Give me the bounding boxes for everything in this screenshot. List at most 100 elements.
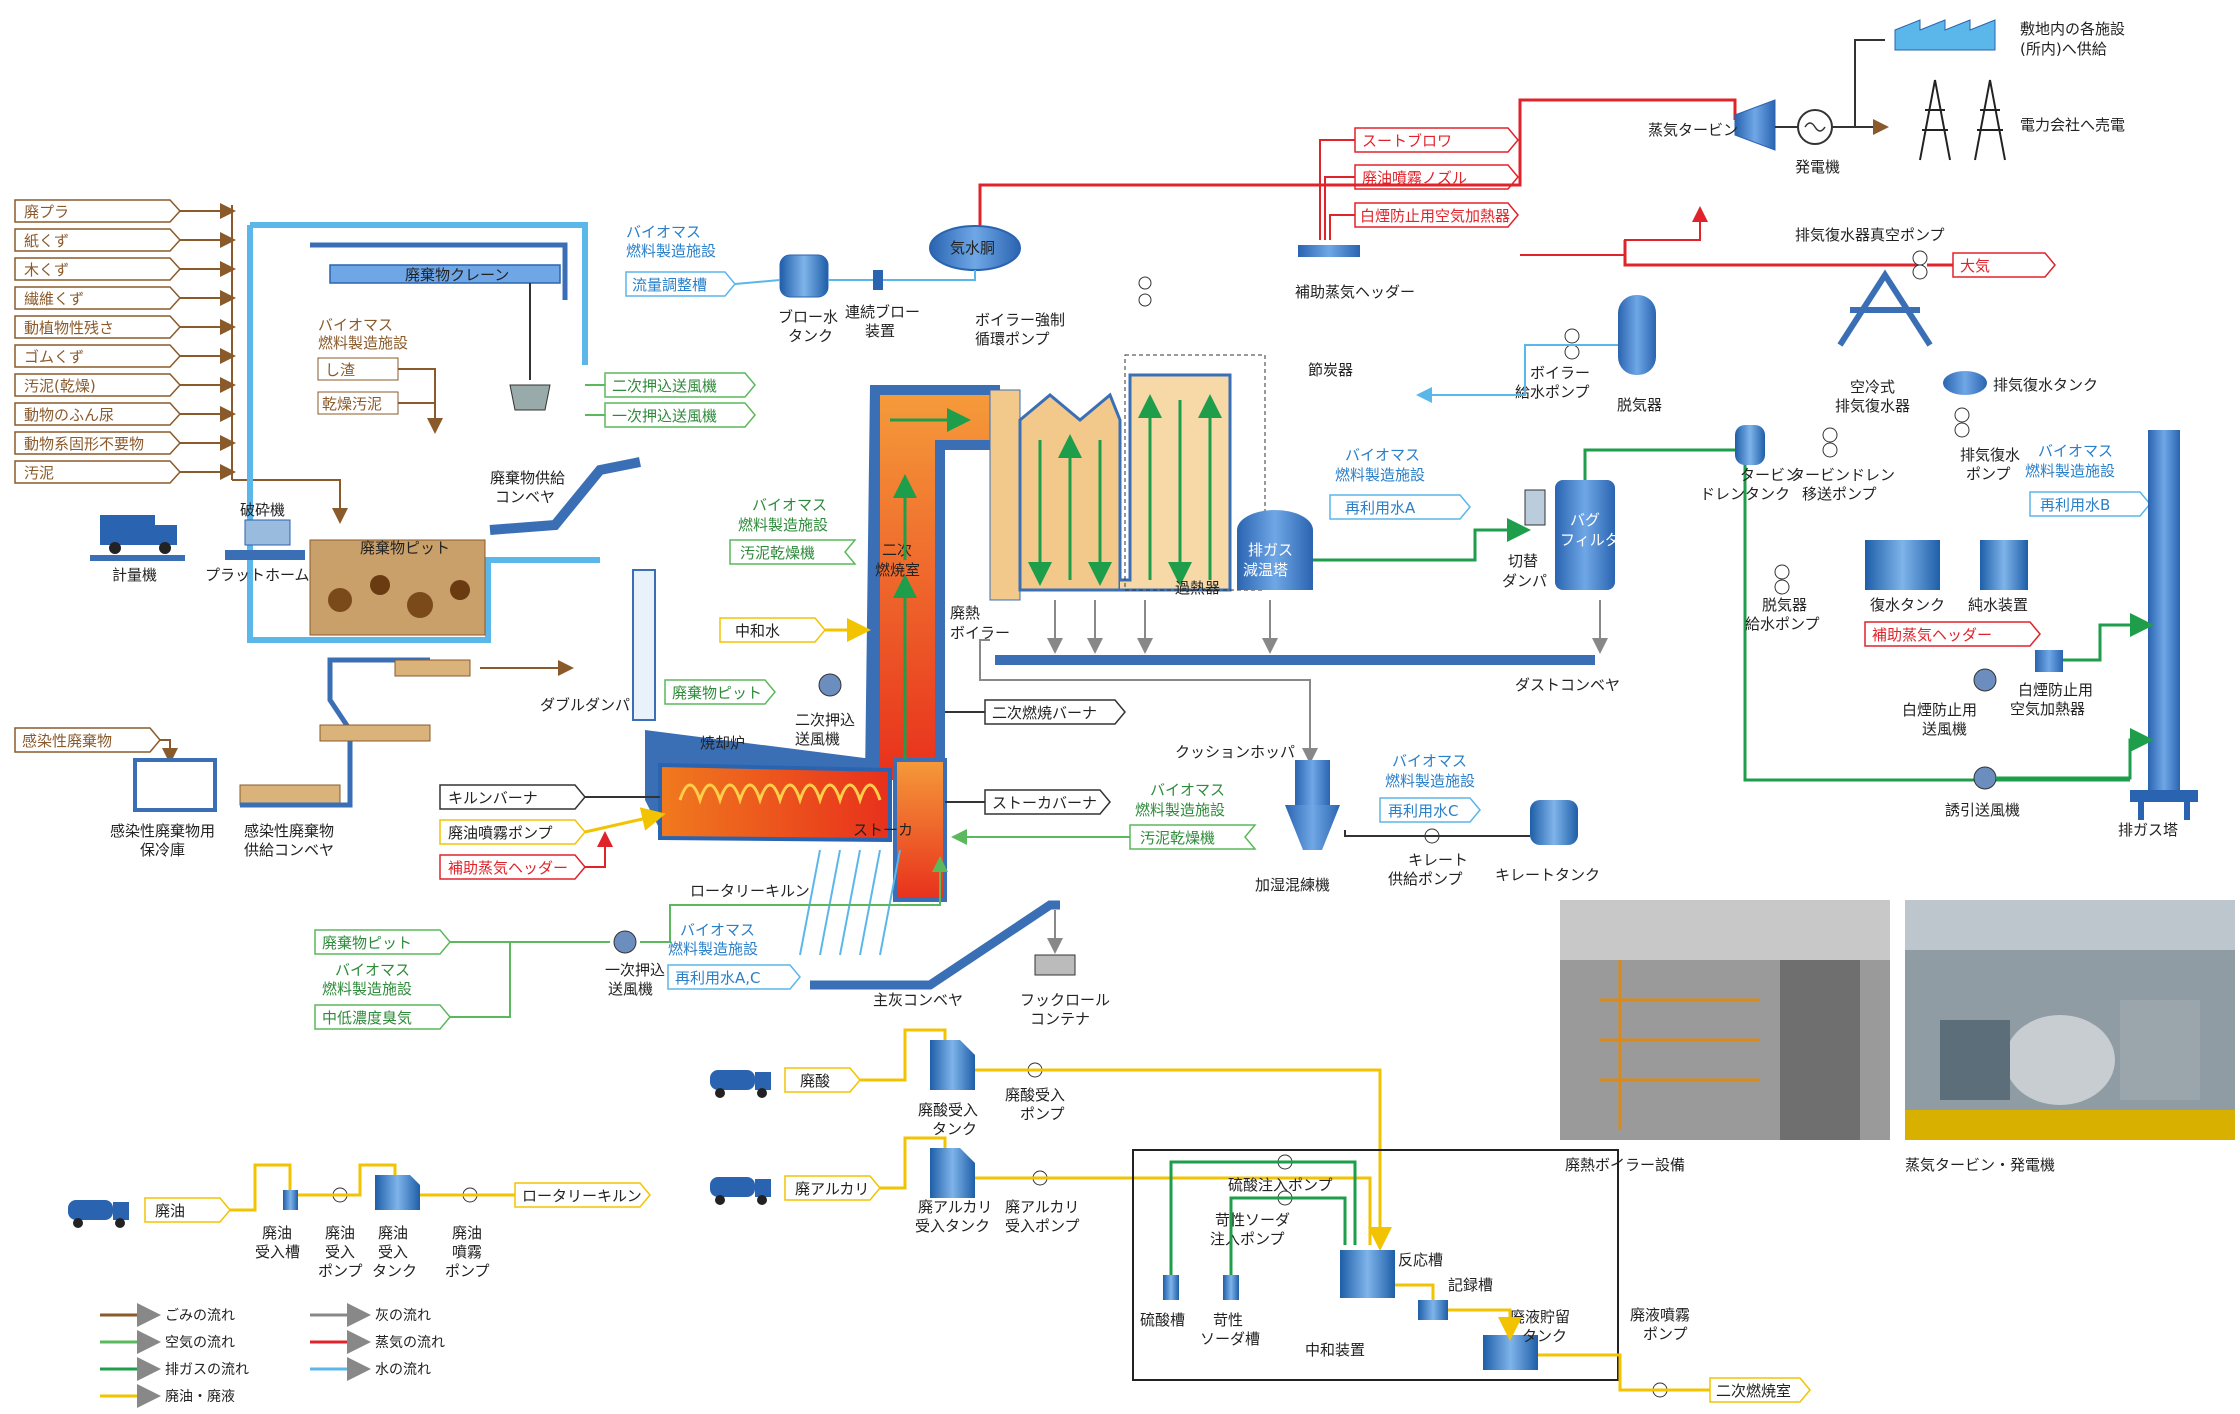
- vacuum-pump-label: 排気復水器真空ポンプ: [1795, 226, 1945, 244]
- crusher-label: 破砕機: [240, 501, 285, 519]
- chelate-tank-label: キレートタンク: [1495, 866, 1600, 884]
- kiln-biomass-2: 燃料製造施設: [738, 516, 828, 534]
- switch-damper-2: ダンパ: [1502, 572, 1547, 590]
- legend-label: 排ガスの流れ: [165, 1362, 249, 1378]
- tag-kiln-burner: キルンバーナ: [439, 784, 586, 810]
- air-condenser: [1837, 269, 1933, 347]
- oil-spray-3: ポンプ: [445, 1262, 490, 1280]
- drain-pump-2: 移送ポンプ: [1802, 485, 1877, 503]
- svg-text:廃油噴霧ポンプ: 廃油噴霧ポンプ: [448, 824, 553, 842]
- waste-input-tag: 廃プラ: [14, 199, 236, 223]
- steam-biomass-2: 燃料製造施設: [2025, 462, 2115, 480]
- naoh-tank-1: 苛性: [1213, 1311, 1243, 1329]
- boiler-biomass-1: バイオマス: [626, 223, 701, 241]
- prim-fan-2: 送風機: [608, 980, 653, 998]
- infectious-conveyor-2: 供給コンベヤ: [244, 841, 334, 859]
- stack-label: 排ガス塔: [2118, 821, 2178, 839]
- cond-pump-2: ポンプ: [1966, 465, 2011, 483]
- boiler-biomass-4: 燃料製造施設: [1335, 466, 1425, 484]
- alk-pump-2: 受入ポンプ: [1005, 1217, 1080, 1235]
- circ-pump-1: ボイラー強制: [975, 311, 1065, 329]
- waste-input-tag: 動物のふん尿: [14, 402, 236, 426]
- legend: ごみの流れ灰の流れ空気の流れ蒸気の流れ排ガスの流れ水の流れ廃油・廃液: [100, 1303, 445, 1408]
- waste-input-tag: 汚泥(乾燥): [14, 373, 236, 397]
- bag-2: フィルタ: [1560, 531, 1620, 549]
- acid-tank-1: 廃酸受入: [918, 1101, 978, 1119]
- prim-fan-1: 一次押込: [605, 961, 665, 979]
- pure-water-label: 純水装置: [1968, 596, 2028, 614]
- acid-pump-1: 廃酸受入: [1005, 1086, 1065, 1104]
- photo-boiler-caption: 廃熱ボイラー設備: [1565, 1156, 1685, 1174]
- tag-to-kiln: ロータリーキルン: [514, 1182, 651, 1208]
- waste-input-tag: 木くず: [14, 257, 236, 281]
- supply-1: 敷地内の各施設: [2020, 20, 2125, 38]
- legend-label: 水の流れ: [375, 1362, 431, 1378]
- storage-1: 廃液貯留: [1510, 1308, 1570, 1326]
- svg-text:廃棄物ピット: 廃棄物ピット: [322, 934, 412, 952]
- kiln-biomass-6: 燃料製造施設: [322, 980, 412, 998]
- tag-sludge-dryer-top: 汚泥乾燥機: [729, 539, 857, 565]
- sec-fan-2: 送風機: [795, 730, 840, 748]
- dry-sludge: 乾燥汚泥: [322, 395, 382, 413]
- legend-label: 灰の流れ: [375, 1308, 431, 1324]
- svg-text:中和水: 中和水: [735, 622, 780, 640]
- hook-roll-1: フックロール: [1020, 991, 1110, 1009]
- naoh-tank-2: ソーダ槽: [1200, 1330, 1260, 1348]
- crane-label: 廃棄物クレーン: [405, 266, 509, 284]
- oil-recv-1: 廃油: [262, 1224, 292, 1242]
- factory-icon: [1894, 19, 1996, 51]
- kiln-biomass-4: 燃料製造施設: [1135, 801, 1225, 819]
- bag-1: バグ: [1570, 511, 1600, 529]
- waste-to-pit-arrow: [232, 479, 348, 524]
- kiln-biomass-5: バイオマス: [335, 961, 410, 979]
- cont-blow-2: 装置: [865, 322, 895, 340]
- svg-text:補助蒸気ヘッダー: 補助蒸気ヘッダー: [448, 859, 568, 877]
- waste-input-list: 廃プラ紙くず木くず繊維くず動植物性残さゴムくず汚泥(乾燥)動物のふん尿動物系固形…: [14, 199, 348, 524]
- svg-text:廃油: 廃油: [155, 1202, 185, 1220]
- humid-mixer-label: 加湿混練機: [1255, 876, 1330, 894]
- tag-primary-fan: 一次押込送風機: [604, 402, 756, 428]
- reactor-label: 反応槽: [1398, 1251, 1443, 1269]
- deaerator-label: 脱気器: [1617, 396, 1662, 414]
- tag-aux-steam-header-kiln: 補助蒸気ヘッダー: [439, 854, 586, 880]
- tag-oil-spray-pump: 廃油噴霧ポンプ: [439, 819, 586, 845]
- deaer-pump-2: 給水ポンプ: [1745, 615, 1820, 633]
- air-condenser-1: 空冷式: [1850, 378, 1895, 396]
- plume-heater-1: 白煙防止用: [2018, 681, 2093, 699]
- tag-atmosphere: 大気: [1952, 252, 2056, 278]
- svg-text:汚泥乾燥機: 汚泥乾燥機: [1140, 829, 1215, 847]
- tag-aux-header-2: 補助蒸気ヘッダー: [1864, 621, 2041, 647]
- blow-tank-1: ブロー水: [778, 308, 838, 326]
- spray-pump-1: 廃液噴霧: [1630, 1306, 1690, 1324]
- tag-odor: 中低濃度臭気: [314, 1004, 451, 1030]
- circ-pump-2: 循環ポンプ: [975, 330, 1050, 348]
- legend-item: 排ガスの流れ: [100, 1357, 249, 1381]
- legend-item: 蒸気の流れ: [310, 1330, 445, 1354]
- tag-alkali: 廃アルカリ: [784, 1175, 881, 1201]
- infectious-waste-section: 感染性廃棄物 感染性廃棄物用 保冷庫 感染性廃棄物 供給コンベヤ ダブルダンパ: [14, 657, 630, 859]
- drain-tank-1: タービン: [1740, 466, 1800, 484]
- svg-text:ストーカバーナ: ストーカバーナ: [992, 794, 1097, 812]
- storage-2: タンク: [1522, 1327, 1567, 1345]
- svg-text:再利用水A,C: 再利用水A,C: [675, 969, 761, 987]
- steam-biomass-1: バイオマス: [2038, 442, 2113, 460]
- svg-text:補助蒸気ヘッダー: 補助蒸気ヘッダー: [1872, 626, 1992, 644]
- cont-blow-1: 連続ブロー: [845, 303, 920, 321]
- feed-pump-2: 給水ポンプ: [1515, 383, 1590, 401]
- svg-text:二次押込送風機: 二次押込送風機: [612, 377, 717, 395]
- oil-spray-1: 廃油: [452, 1224, 482, 1242]
- alk-tank-2: 受入タンク: [915, 1217, 990, 1235]
- svg-text:汚泥乾燥機: 汚泥乾燥機: [740, 544, 815, 562]
- tag-neutral-water: 中和水: [719, 617, 826, 643]
- economizer-label: 節炭器: [1308, 361, 1353, 379]
- kiln-biomass-1: バイオマス: [752, 496, 827, 514]
- liquid-waste-section: 廃酸 廃酸受入 タンク 廃酸受入 ポンプ 廃アルカリ 廃アルカリ 受入タンク 廃…: [68, 1028, 1811, 1403]
- switch-damper-1: 切替: [1508, 552, 1538, 570]
- tag-secondary-burner: 二次燃焼バーナ: [984, 699, 1126, 725]
- supply-2: (所内)へ供給: [2020, 40, 2107, 58]
- secondary-chamber-1: 二次: [882, 541, 912, 559]
- plume-heater-2: 空気加熱器: [2010, 700, 2085, 718]
- alkali-truck-icon: [710, 1177, 771, 1205]
- waste-input-label: 紙くず: [24, 232, 69, 250]
- platform-label: プラットホーム: [205, 566, 310, 584]
